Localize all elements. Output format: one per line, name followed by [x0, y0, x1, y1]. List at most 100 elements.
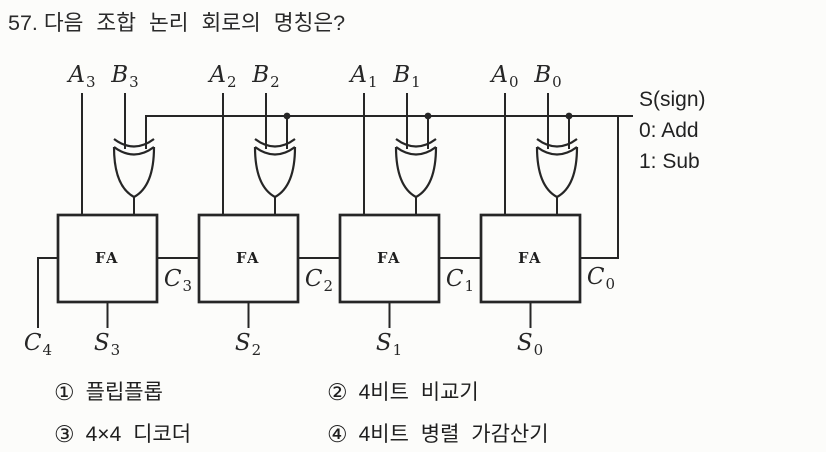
sign-signal-label: S(sign) — [639, 88, 706, 111]
input-label-a1: A1 — [342, 62, 386, 91]
carry-label-c3: C3 — [156, 266, 200, 295]
label-base: S — [234, 330, 251, 356]
label-sub: 4 — [42, 341, 53, 359]
input-label-a0: A0 — [483, 62, 527, 91]
option-3-marker: ③ — [54, 421, 75, 447]
option-1-label: 플립플롭 — [85, 381, 163, 404]
sum-output-wires — [106, 302, 532, 328]
input-label-a2: A2 — [201, 62, 245, 91]
question-title: 57.다음 조합 논리 회로의 명칭은? — [8, 6, 345, 37]
label-base: C — [163, 266, 182, 292]
label-base: C — [304, 266, 323, 292]
label-base: B — [534, 62, 552, 88]
carry-out-label-c4: C4 — [16, 330, 60, 359]
carry-out-wire-c4 — [37, 257, 58, 328]
label-base: S — [93, 330, 110, 356]
xor-body — [394, 146, 438, 198]
label-sub: 1 — [411, 73, 421, 91]
label-sub: 2 — [270, 73, 280, 91]
carry-label-c0: C0 — [579, 264, 623, 293]
option-4-label: 4비트 병렬 가감산기 — [358, 423, 549, 446]
carry-in-wire-c0 — [580, 116, 619, 259]
input-label-b0: B0 — [526, 62, 570, 91]
label-base: A — [68, 62, 86, 88]
input-label-b3: B3 — [103, 62, 147, 91]
label-sub: 0 — [552, 73, 562, 91]
full-adder-1-box — [338, 213, 441, 304]
xor-gate-3 — [112, 138, 156, 215]
option-4: ④ 4비트 병렬 가감산기 — [327, 418, 549, 448]
junction-dot — [565, 112, 573, 120]
label-base: B — [111, 62, 129, 88]
full-adder-boxes — [56, 213, 582, 304]
label-sub: 0 — [533, 341, 544, 359]
full-adder-0-box — [479, 213, 582, 304]
xor-input-arc — [113, 138, 155, 148]
full-adder-1-label: FA — [377, 250, 401, 267]
full-adder-3-box — [56, 213, 159, 304]
sign-bus — [145, 112, 633, 259]
junction-dot — [283, 112, 291, 120]
label-sub: 3 — [110, 341, 121, 359]
full-adder-2-box — [197, 213, 300, 304]
option-1: ① 플립플롭 — [54, 376, 163, 406]
label-base: C — [445, 266, 464, 292]
label-base: A — [209, 62, 227, 88]
label-base: B — [252, 62, 270, 88]
input-label-b1: B1 — [385, 62, 429, 91]
xor-gate-0 — [535, 138, 579, 215]
input-label-b2: B2 — [244, 62, 288, 91]
xor-gate-2 — [253, 138, 297, 215]
xor-input-arc — [395, 138, 437, 148]
label-sub: 1 — [392, 341, 403, 359]
option-4-marker: ④ — [327, 421, 348, 447]
option-3-label: 4×4 디코더 — [85, 423, 192, 446]
sign-mode-sub: 1: Sub — [639, 150, 700, 173]
input-a-wires — [81, 93, 506, 215]
label-base: A — [350, 62, 368, 88]
sum-label-s0: S0 — [508, 330, 552, 359]
input-label-a3: A3 — [60, 62, 104, 91]
question-text: 다음 조합 논리 회로의 명칭은? — [43, 11, 346, 35]
option-2: ② 4비트 비교기 — [327, 376, 479, 406]
full-adder-2-label: FA — [236, 250, 260, 267]
label-base: S — [375, 330, 392, 356]
sign-mode-add: 0: Add — [639, 119, 699, 142]
sum-label-s2: S2 — [226, 330, 270, 359]
xor-gate-1 — [394, 138, 438, 215]
xor-body — [535, 146, 579, 198]
junction-dot — [424, 112, 432, 120]
carry-chain-wires — [37, 257, 481, 328]
label-sub: 0 — [605, 275, 616, 293]
label-sub: 2 — [227, 73, 237, 91]
label-base: A — [491, 62, 509, 88]
sum-label-s3: S3 — [85, 330, 129, 359]
option-1-marker: ① — [54, 379, 75, 405]
option-2-label: 4비트 비교기 — [358, 381, 479, 404]
xor-body — [112, 146, 156, 198]
label-sub: 1 — [368, 73, 378, 91]
xor-input-arc — [254, 138, 296, 148]
label-sub: 3 — [86, 73, 96, 91]
option-2-marker: ② — [327, 379, 348, 405]
carry-label-c1: C1 — [438, 266, 482, 295]
label-sub: 0 — [509, 73, 519, 91]
label-sub: 2 — [323, 277, 334, 295]
label-sub: 2 — [251, 341, 262, 359]
label-sub: 3 — [182, 277, 193, 295]
xor-input-arc — [536, 138, 578, 148]
xor-body — [253, 146, 297, 198]
carry-label-c2: C2 — [297, 266, 341, 295]
label-base: B — [393, 62, 411, 88]
full-adder-3-label: FA — [95, 250, 119, 267]
sum-label-s1: S1 — [367, 330, 411, 359]
label-base: S — [516, 330, 533, 356]
option-3: ③ 4×4 디코더 — [54, 418, 191, 448]
label-sub: 3 — [129, 73, 139, 91]
sign-legend: S(sign) 0: Add 1: Sub — [639, 84, 706, 177]
question-number: 57. — [8, 11, 38, 35]
input-b-wires — [124, 93, 549, 149]
label-base: C — [586, 264, 605, 290]
full-adder-0-label: FA — [518, 250, 542, 267]
